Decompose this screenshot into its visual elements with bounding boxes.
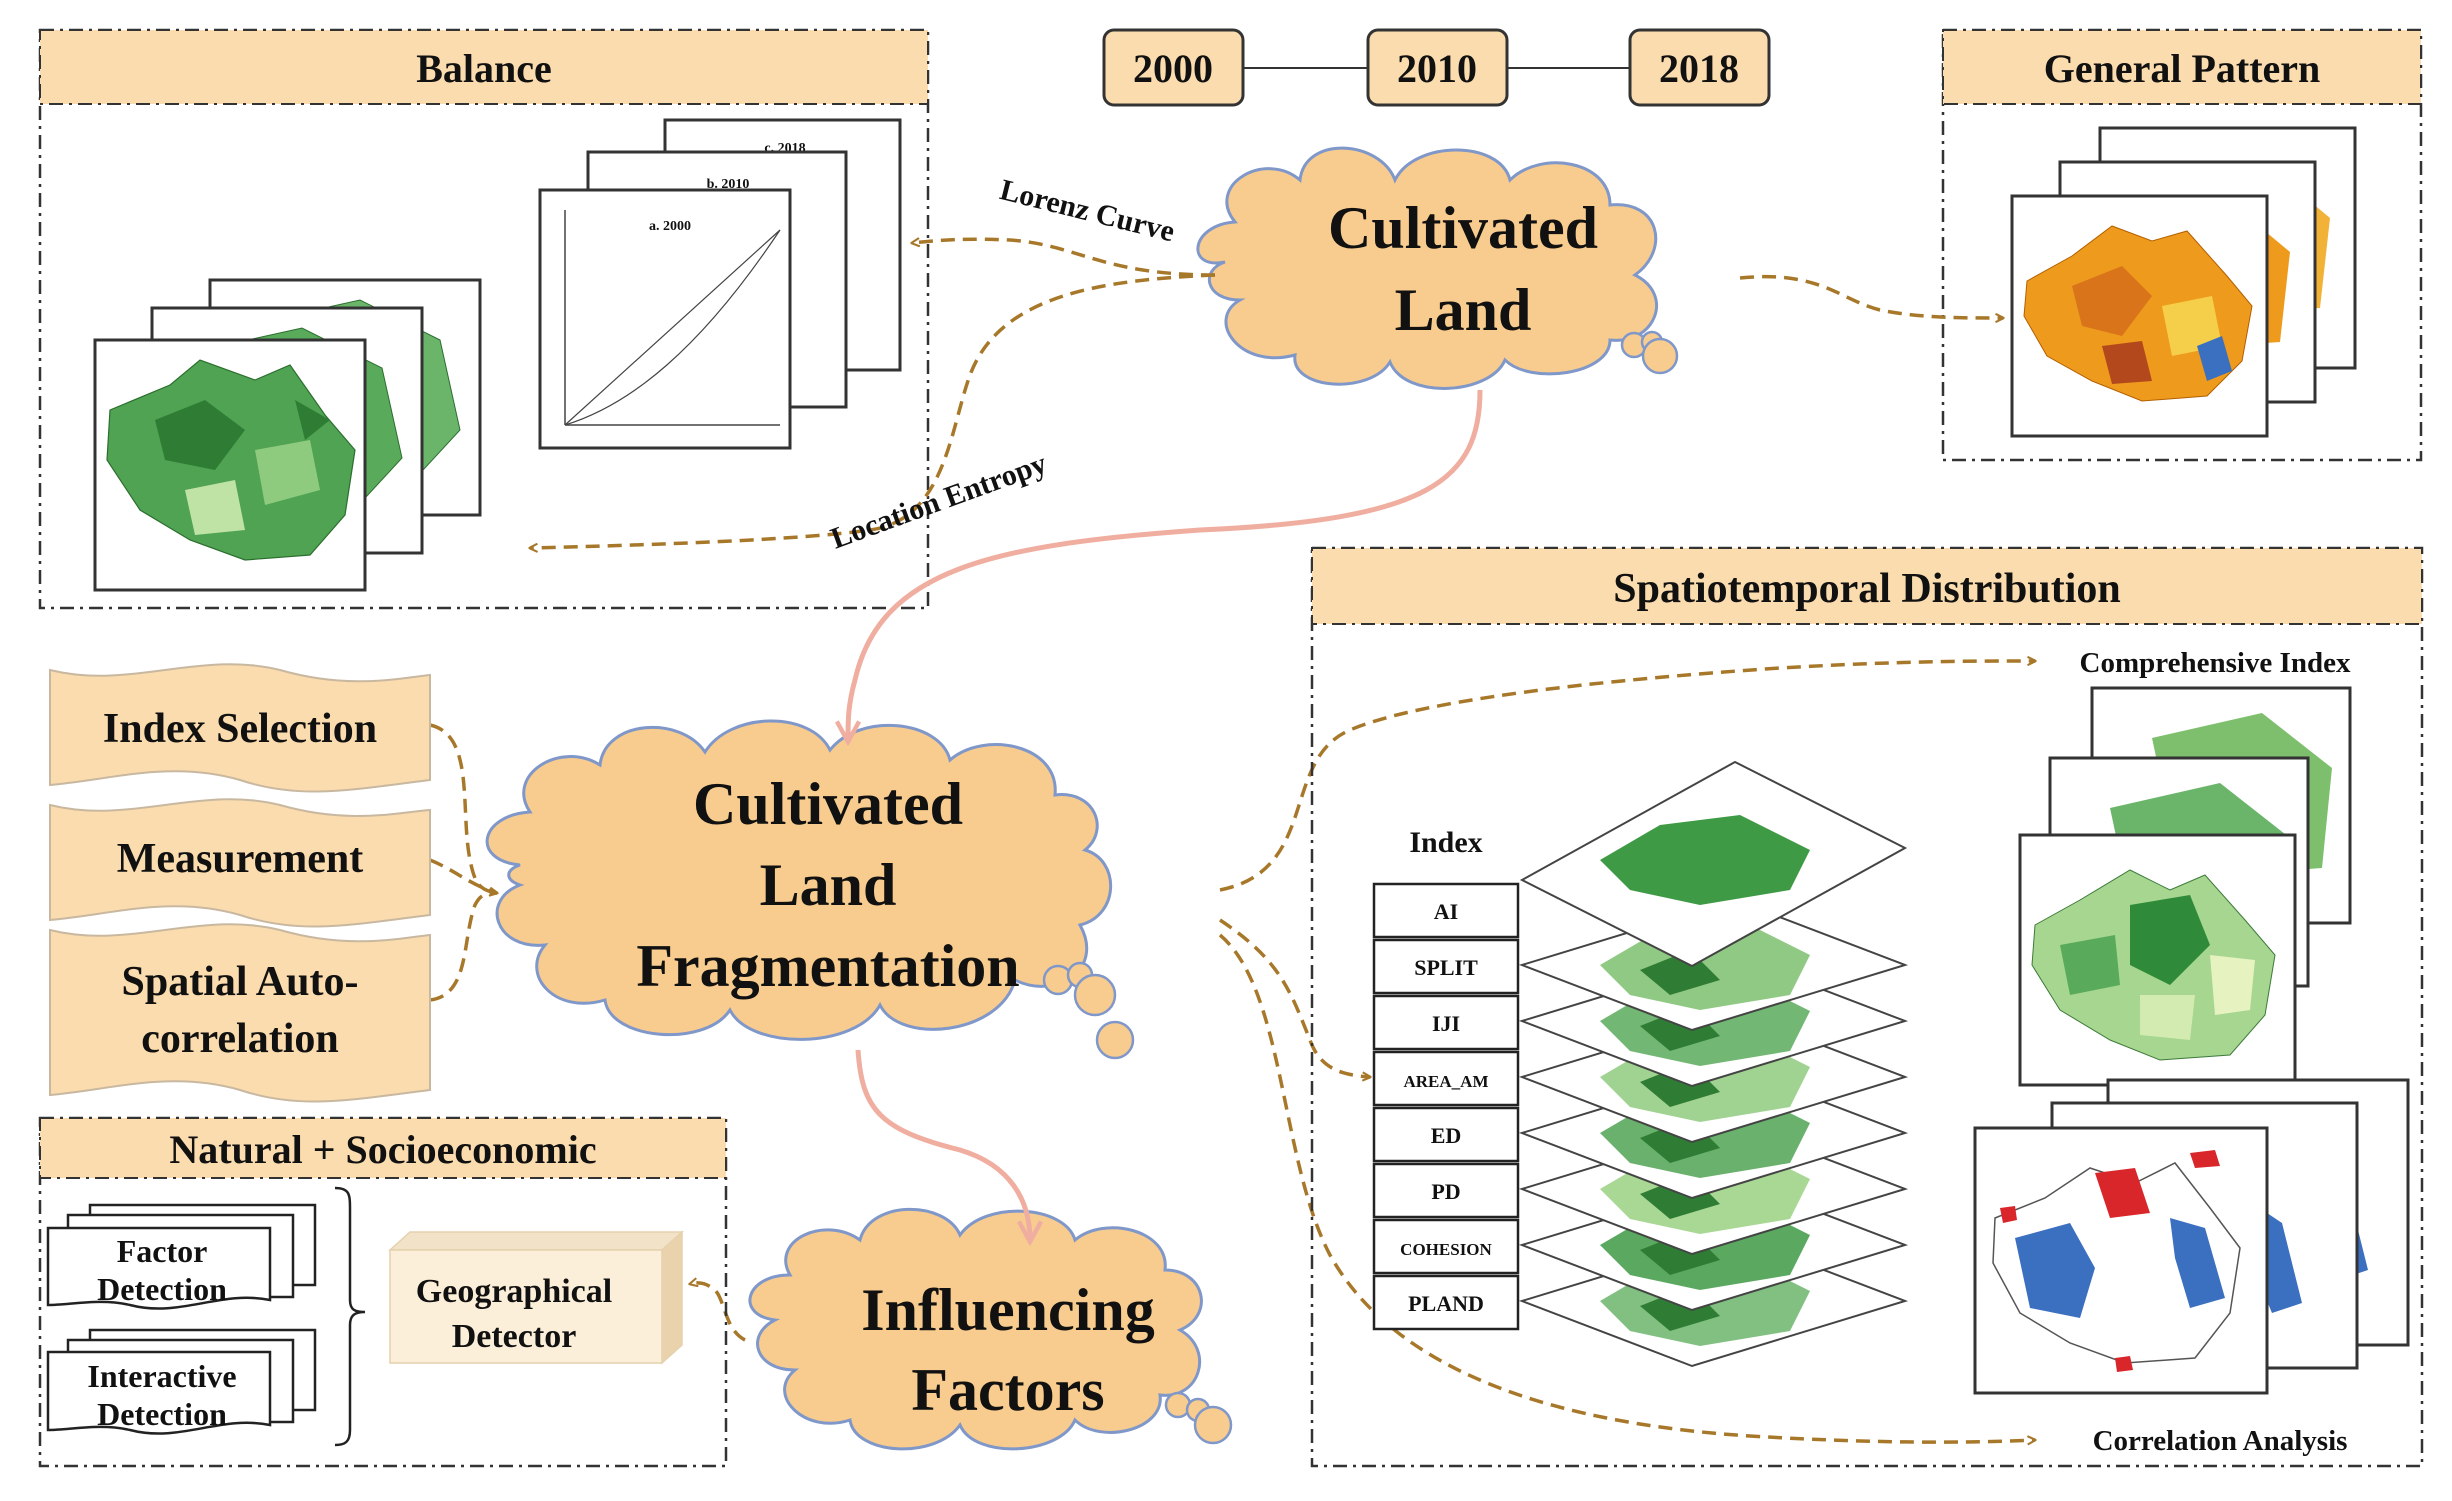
- index-label: PD: [1431, 1179, 1460, 1204]
- geographical-detector-line-2: Detector: [452, 1318, 577, 1355]
- spatiotemporal-title: Spatiotemporal Distribution: [1613, 566, 2121, 612]
- index-map-layer: [1519, 760, 1908, 968]
- interactive-detection-line-2: Detection: [97, 1396, 227, 1432]
- index-box: [1372, 1274, 1520, 1331]
- index-list: AI SPLIT IJI AREA_AM ED PD COHESION PLAND: [1372, 882, 1520, 1331]
- index-list-title: Index: [1409, 826, 1482, 859]
- geographical-detector-line-1: Geographical: [416, 1273, 612, 1310]
- factor-detection-line-1: Factor: [117, 1233, 208, 1269]
- geographical-detector-box: Geographical Detector: [388, 1230, 684, 1365]
- index-label: AI: [1434, 899, 1458, 924]
- land-to-fragmentation-arrow: [848, 389, 1483, 740]
- index-label: COHESION: [1400, 1240, 1492, 1259]
- lorenz-curve-label: Lorenz Curve: [997, 173, 1178, 248]
- banner-spatial-autocorrelation: Spatial Auto- correlation: [49, 923, 431, 1103]
- general-pattern-map: [2010, 194, 2269, 438]
- detector-bracket: [334, 1186, 366, 1447]
- banner-index-selection: Index Selection: [49, 663, 431, 793]
- correlation-analysis-label: Correlation Analysis: [2093, 1425, 2348, 1457]
- balance-map-stack: [93, 278, 482, 592]
- index-box: [1372, 994, 1520, 1051]
- index-label: SPLIT: [1414, 955, 1478, 980]
- fragmentation-line-2: Land: [760, 852, 897, 918]
- index-box: [1372, 938, 1520, 995]
- index-label: AREA_AM: [1404, 1072, 1489, 1091]
- index-box: [1372, 1050, 1520, 1107]
- general-pattern-title: General Pattern: [2044, 46, 2321, 91]
- index-selection-arrow: [429, 723, 497, 893]
- fragmentation-to-factors-arrow: [855, 1049, 1030, 1240]
- index-label: ED: [1431, 1123, 1462, 1148]
- correlation-analysis-maps: [1973, 1078, 2410, 1395]
- influencing-line-2: Factors: [911, 1357, 1104, 1423]
- banner-measurement: Measurement: [49, 798, 431, 928]
- cultivated-land-cloud: Cultivated Land: [1196, 146, 1679, 390]
- comprehensive-index-maps: [2018, 686, 2352, 1087]
- factor-detection-line-2: Detection: [97, 1271, 227, 1307]
- lorenz-plot-label-a: a. 2000: [649, 219, 691, 234]
- index-stack-arrow: [1219, 918, 1370, 1077]
- general-pattern-arrow: [1739, 275, 2003, 318]
- banner-spatial-line-1: Spatial Auto-: [122, 959, 359, 1005]
- location-entropy-label: Location Entropy: [826, 447, 1051, 556]
- index-box: [1372, 1162, 1520, 1219]
- fragmentation-cloud: Cultivated Land Fragmentation: [485, 719, 1135, 1060]
- cultivated-land-line-1: Cultivated: [1328, 195, 1598, 261]
- banner-index-selection-line-1: Index Selection: [103, 706, 377, 752]
- comprehensive-index-arrow: [1219, 661, 2035, 892]
- fragmentation-line-1: Cultivated: [693, 771, 963, 837]
- influencing-line-1: Influencing: [861, 1277, 1154, 1343]
- index-box: [1372, 882, 1520, 939]
- interactive-detection-line-1: Interactive: [87, 1358, 236, 1394]
- spatial-autocorrelation-arrow: [429, 891, 498, 1002]
- index-box: [1372, 1218, 1520, 1275]
- measurement-arrow: [429, 858, 498, 895]
- index-label: IJI: [1432, 1011, 1460, 1036]
- index-map-layer: [1518, 898, 1909, 1032]
- lorenz-arrow: [912, 239, 1216, 277]
- method-banners: Index Selection Measurement Spatial Auto…: [49, 663, 431, 1103]
- influencing-factors-cloud: Influencing Factors: [748, 1207, 1233, 1451]
- index-label: PLAND: [1408, 1291, 1484, 1316]
- factor-detection-box: Factor Detection: [46, 1203, 317, 1310]
- year-2010: 2010: [1397, 46, 1477, 91]
- comprehensive-index-map: [2018, 833, 2297, 1087]
- interactive-detection-box: Interactive Detection: [46, 1328, 317, 1435]
- comprehensive-index-label: Comprehensive Index: [2080, 647, 2351, 679]
- natural-socioeconomic-panel: Natural + Socioeconomic Factor Detection…: [38, 1116, 728, 1468]
- arrows: [429, 239, 2035, 1442]
- fragmentation-line-3: Fragmentation: [636, 933, 1019, 999]
- general-pattern-panel: General Pattern: [1941, 28, 2423, 462]
- correlation-analysis-arrow: [1218, 933, 2035, 1442]
- location-entropy-arrow: [530, 273, 1216, 548]
- banner-measurement-line-1: Measurement: [117, 836, 363, 882]
- cultivated-land-line-2: Land: [1395, 277, 1532, 343]
- index-map-layers: [1518, 760, 1909, 1368]
- year-2018: 2018: [1659, 46, 1739, 91]
- year-2000: 2000: [1133, 46, 1213, 91]
- natural-socioeconomic-title: Natural + Socioeconomic: [169, 1127, 596, 1172]
- lorenz-plot-stack: c. 2018 b. 2010 a. 2000: [538, 118, 902, 450]
- banner-spatial-line-2: correlation: [141, 1016, 339, 1062]
- lorenz-plot-label-b: b. 2010: [707, 177, 750, 192]
- balance-panel: Balance c. 2018: [38, 28, 930, 610]
- index-box: [1372, 1106, 1520, 1163]
- year-timeline: 2000 2010 2018: [1102, 28, 1771, 107]
- detector-arrow: [690, 1283, 746, 1342]
- balance-title: Balance: [416, 46, 552, 91]
- spatiotemporal-panel: Spatiotemporal Distribution Comprehensiv…: [1310, 546, 2424, 1468]
- correlation-analysis-map: [1973, 1126, 2269, 1395]
